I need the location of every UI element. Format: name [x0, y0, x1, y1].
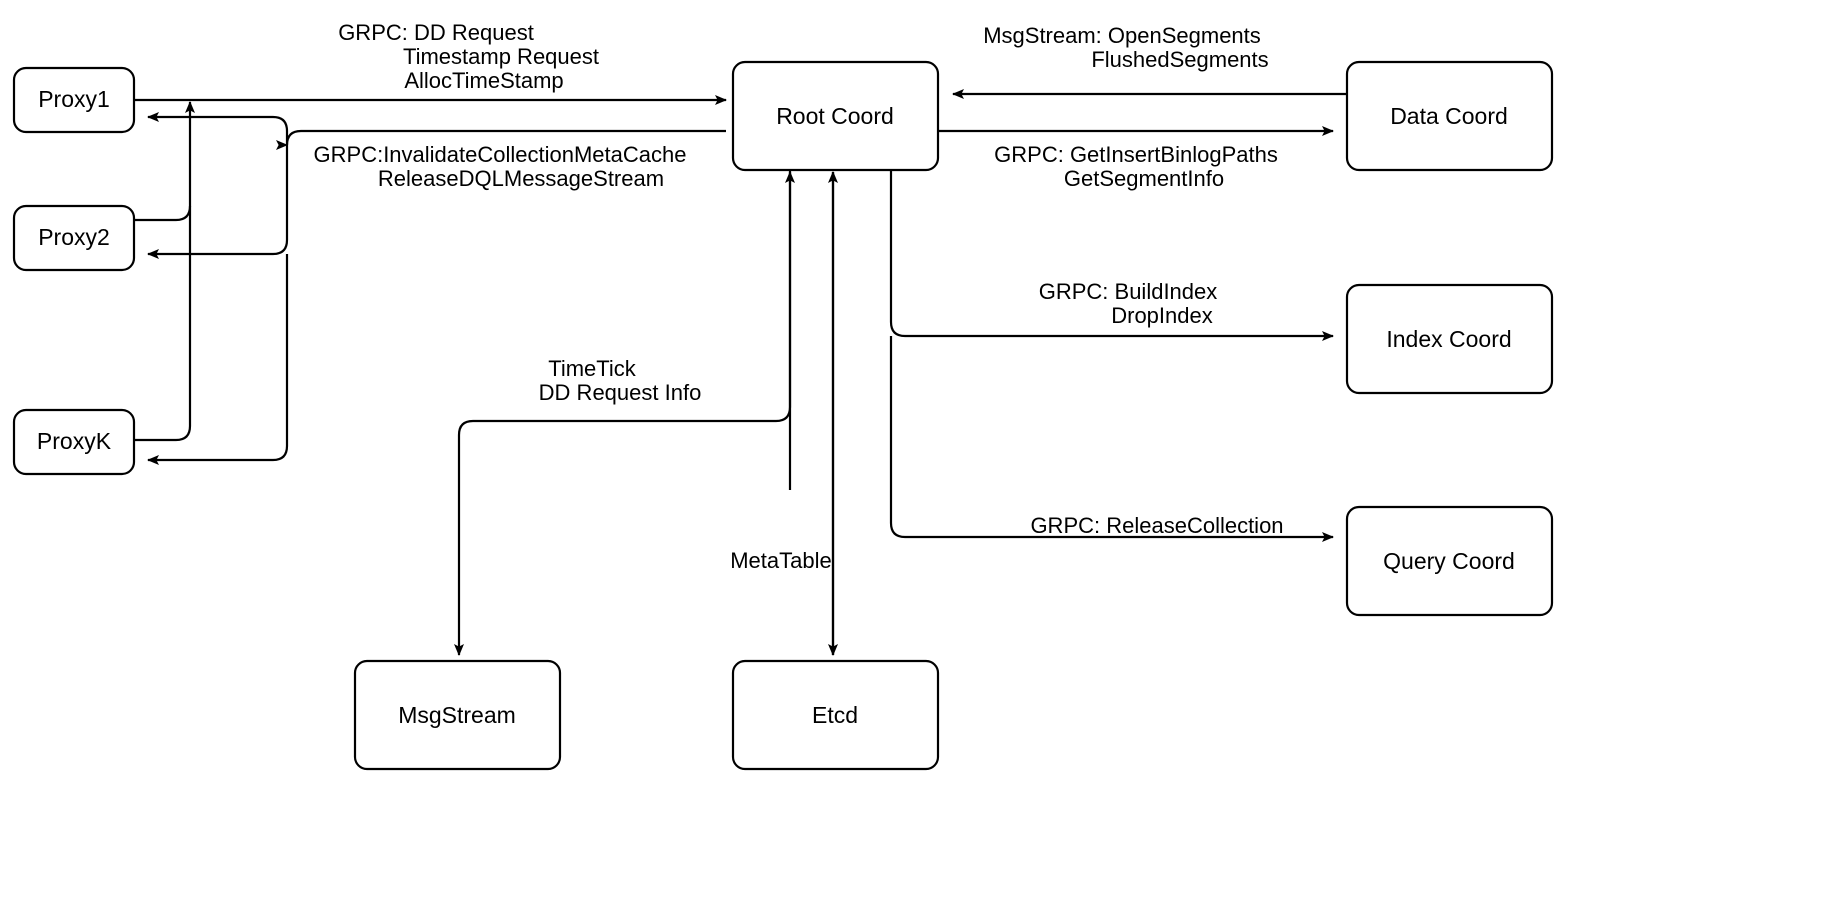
node-proxyk-label: ProxyK [37, 428, 112, 454]
edge-rootcoord-to-querycoord [889, 336, 1334, 542]
label-root-to-etcd: MetaTable [730, 548, 832, 573]
label-root-to-querycoord-line1: GRPC: ReleaseCollection [1030, 513, 1283, 538]
node-indexcoord[interactable]: Index Coord [1345, 283, 1554, 395]
node-proxy1-shape[interactable] [12, 66, 136, 134]
label-root-to-datacoord-line2: GetSegmentInfo [1064, 166, 1224, 191]
node-rootcoord[interactable]: Root Coord [731, 60, 940, 172]
node-rootcoord-label: Root Coord [776, 103, 894, 129]
edge-rootcoord-to-msgstream [454, 170, 792, 656]
node-proxy2-shape[interactable] [12, 204, 136, 272]
label-root-to-indexcoord-line2: DropIndex [1111, 303, 1213, 328]
node-rootcoord-shape[interactable] [731, 60, 940, 172]
label-root-to-msgstream-line1: TimeTick [548, 356, 637, 381]
label-datacoord-to-root-line2: FlushedSegments [1091, 47, 1268, 72]
edge-labels-layer: GRPC: DD Request Timestamp Request Alloc… [314, 20, 1284, 573]
node-datacoord[interactable]: Data Coord [1345, 60, 1554, 172]
label-proxy-to-root-line3: AllocTimeStamp [404, 68, 563, 93]
node-proxy1-label: Proxy1 [38, 86, 110, 112]
node-indexcoord-shape[interactable] [1345, 283, 1554, 395]
node-querycoord[interactable]: Query Coord [1345, 505, 1554, 617]
node-indexcoord-label: Index Coord [1386, 326, 1511, 352]
label-proxy-to-root-line2: Timestamp Request [403, 44, 599, 69]
label-root-to-msgstream-line2: DD Request Info [539, 380, 702, 405]
edges-layer [134, 89, 1347, 656]
edge-return-trunk-proxyk [147, 254, 289, 465]
edge-return-trunk-proxy2 [147, 131, 289, 259]
node-proxy2-label: Proxy2 [38, 224, 110, 250]
edge-proxyk-to-trunk [134, 220, 192, 442]
edge-rootcoord-return-branch1 [147, 112, 289, 132]
node-proxy2[interactable]: Proxy2 [12, 204, 136, 272]
label-root-to-indexcoord-line1: GRPC: BuildIndex [1039, 279, 1218, 304]
label-datacoord-to-root: MsgStream: OpenSegments FlushedSegments [983, 23, 1268, 72]
node-msgstream[interactable]: MsgStream [353, 659, 562, 771]
label-root-to-proxy-line2: ReleaseDQLMessageStream [378, 166, 664, 191]
label-root-to-querycoord: GRPC: ReleaseCollection [1030, 513, 1283, 538]
node-proxy1[interactable]: Proxy1 [12, 66, 136, 134]
edge-proxy2-to-trunk [134, 205, 192, 222]
label-root-to-indexcoord: GRPC: BuildIndex DropIndex [1039, 279, 1218, 328]
node-datacoord-label: Data Coord [1390, 103, 1508, 129]
node-querycoord-shape[interactable] [1345, 505, 1554, 617]
nodes-layer: Proxy1 Proxy2 ProxyK Root Coord Data Coo… [12, 60, 1554, 771]
node-datacoord-shape[interactable] [1345, 60, 1554, 172]
node-querycoord-label: Query Coord [1383, 548, 1515, 574]
label-root-to-datacoord: GRPC: GetInsertBinlogPaths GetSegmentInf… [994, 142, 1278, 191]
node-proxyk-shape[interactable] [12, 408, 136, 476]
label-root-to-proxy-line1: GRPC:InvalidateCollectionMetaCache [314, 142, 687, 167]
node-etcd-shape[interactable] [731, 659, 940, 771]
node-proxyk[interactable]: ProxyK [12, 408, 136, 476]
node-msgstream-shape[interactable] [353, 659, 562, 771]
label-proxy-to-root: GRPC: DD Request Timestamp Request Alloc… [338, 20, 599, 93]
label-proxy-to-root-line1: GRPC: DD Request [338, 20, 534, 45]
label-datacoord-to-root-line1: MsgStream: OpenSegments [983, 23, 1261, 48]
label-root-to-datacoord-line1: GRPC: GetInsertBinlogPaths [994, 142, 1278, 167]
label-root-to-msgstream: TimeTick DD Request Info [539, 356, 702, 405]
edge-rootcoord-to-indexcoord [889, 170, 1334, 341]
node-msgstream-label: MsgStream [398, 702, 516, 728]
node-etcd[interactable]: Etcd [731, 659, 940, 771]
label-root-to-etcd-line1: MetaTable [730, 548, 832, 573]
label-root-to-proxy: GRPC:InvalidateCollectionMetaCache Relea… [314, 142, 687, 191]
node-etcd-label: Etcd [812, 702, 858, 728]
